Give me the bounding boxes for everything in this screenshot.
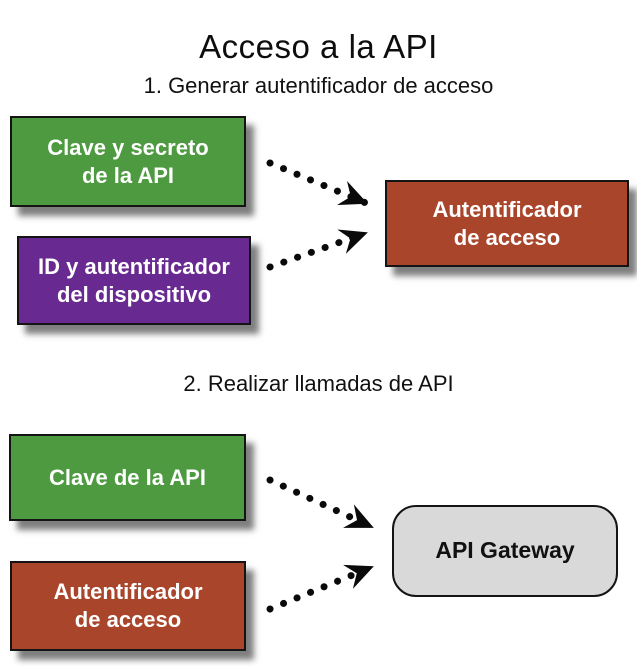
node-label-line: de acceso (74, 607, 182, 632)
node-label-line: Autentificador (432, 196, 582, 222)
node-label-line: ID y autentificador (38, 253, 230, 279)
step2-heading: 2. Realizar llamadas de API (183, 371, 454, 396)
node-label-line: Clave de la API (49, 464, 206, 490)
arrow-authenticator-to-gateway (266, 563, 376, 613)
node-api-gateway: API Gateway (392, 505, 618, 597)
node-label-line: de la API (81, 162, 175, 188)
node-label-line: API Gateway (435, 537, 575, 564)
node-api-key-secret: Clave y secreto de la API (10, 116, 246, 207)
node-access-authenticator-2: Autentificador de acceso (10, 561, 246, 651)
arrow-device-to-authenticator (266, 229, 370, 271)
node-label-line: de acceso (453, 224, 561, 250)
node-label-line: del dispositivo (56, 281, 212, 307)
node-label-line: Autentificador (53, 579, 203, 605)
arrow-key-to-gateway (266, 476, 376, 531)
arrow-key-secret-to-authenticator (266, 159, 370, 207)
step1-heading: 1. Generar autentificador de acceso (143, 73, 494, 98)
node-access-authenticator: Autentificador de acceso (385, 180, 629, 267)
node-device-id-auth: ID y autentificador del dispositivo (17, 236, 251, 325)
node-api-key: Clave de la API (9, 434, 246, 521)
page-title: Acceso a la API (199, 28, 438, 66)
node-label-line: Clave y secreto (47, 134, 209, 160)
